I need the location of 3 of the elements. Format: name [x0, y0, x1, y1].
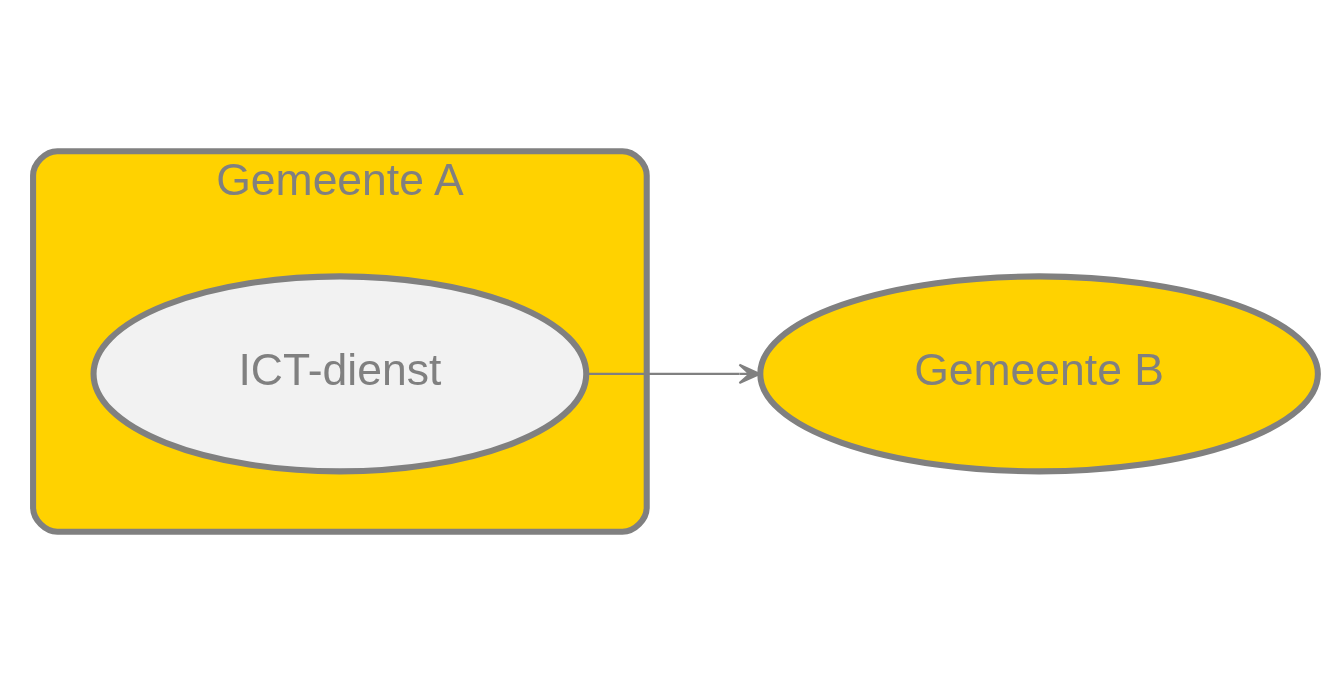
- node-ellipse: Gemeente B: [757, 273, 1321, 475]
- arrow: [586, 363, 761, 384]
- node-ellipse: ICT-dienst: [90, 273, 590, 475]
